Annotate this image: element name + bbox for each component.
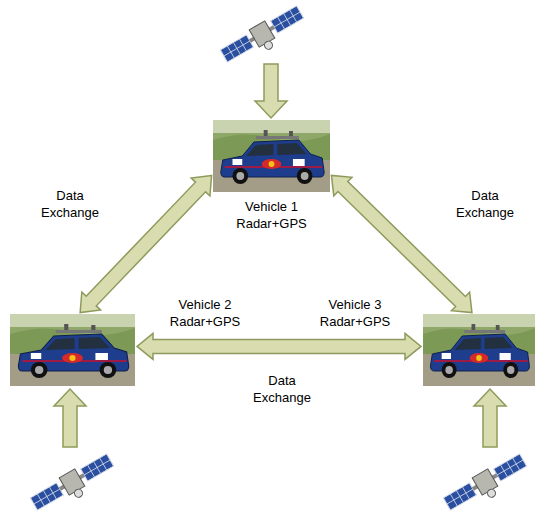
edge-label: Data Exchange [30,187,110,221]
vehicle-photo [10,314,135,386]
signal-arrow [255,64,287,118]
edge-label: Data Exchange [242,372,322,406]
satellite-icon [219,3,309,70]
edge-label: Data Exchange [445,187,525,221]
vehicle-label: Vehicle 2 Radar+GPS [165,296,245,330]
data-exchange-arrow [137,333,421,359]
signal-arrow [54,389,86,447]
vehicle-photo [423,314,535,386]
vehicle-photo [213,120,330,192]
signal-arrow [474,389,506,447]
vehicle-label: Vehicle 1 Radar+GPS [232,198,312,232]
satellite-icon [29,451,119,518]
data-exchange-arrow [331,175,472,312]
vehicle-label: Vehicle 3 Radar+GPS [315,296,395,330]
vehicle-node: Vehicle 2 Radar+GPS [10,314,135,386]
vehicle-node: Vehicle 3 Radar+GPS [423,314,535,386]
vehicle-node: Vehicle 1 Radar+GPS [213,120,330,192]
satellite-icon [442,451,532,518]
data-exchange-arrow [80,175,211,312]
